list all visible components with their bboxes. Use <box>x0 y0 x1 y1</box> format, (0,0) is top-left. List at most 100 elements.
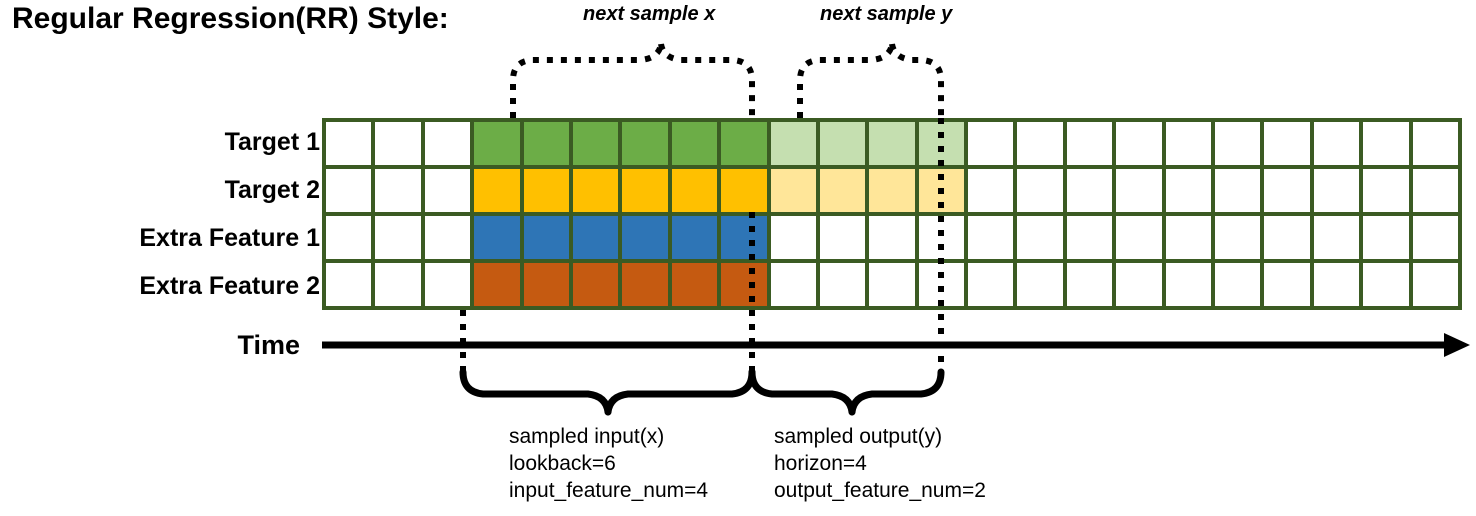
grid-cell-target-2-20 <box>1264 169 1310 212</box>
grid-cell-target-1-10 <box>770 122 816 165</box>
grid-cell-extra-feature-1-23 <box>1412 216 1458 259</box>
grid-cell-target-2-23 <box>1412 169 1458 212</box>
grid-cell-extra-feature-1-18 <box>1165 216 1212 259</box>
grid-cell-target-2-7 <box>622 169 668 212</box>
grid-cell-extra-feature-2-20 <box>1264 263 1310 306</box>
grid-cell-target-1-14 <box>968 122 1014 165</box>
grid-cell-extra-feature-2-18 <box>1165 263 1212 306</box>
grid-cell-extra-feature-2-10 <box>770 263 816 306</box>
grid-cell-extra-feature-2-23 <box>1412 263 1458 306</box>
grid-cell-extra-feature-2-19 <box>1215 263 1261 306</box>
grid-cell-extra-feature-2-1 <box>326 263 372 306</box>
time-axis-label: Time <box>237 330 300 360</box>
grid-cell-target-1-17 <box>1116 122 1162 165</box>
caption-next-sample-y: next sample y <box>820 3 953 25</box>
grid-cell-extra-feature-2-2 <box>375 263 421 306</box>
grid-cell-extra-feature-1-9 <box>721 216 767 259</box>
grid-cell-target-1-12 <box>869 122 915 165</box>
annotation-output-feature-num: output_feature_num=2 <box>774 479 986 502</box>
grid-cell-target-1-1 <box>326 122 372 165</box>
grid-cell-extra-feature-2-16 <box>1066 263 1113 306</box>
grid-cell-target-2-13 <box>918 169 965 212</box>
grid-cell-target-1-5 <box>523 122 569 165</box>
grid-cell-target-1-2 <box>375 122 421 165</box>
grid-cell-target-1-11 <box>819 122 866 165</box>
grid-cell-extra-feature-2-13 <box>918 263 965 306</box>
grid-cell-target-1-9 <box>721 122 767 165</box>
grid-cell-target-2-19 <box>1215 169 1261 212</box>
grid-cell-extra-feature-2-21 <box>1313 263 1360 306</box>
grid-cell-target-2-5 <box>523 169 569 212</box>
annotation-sampled-input: sampled input(x) lookback=6 input_featur… <box>509 423 708 504</box>
row-label-extra-feature-2: Extra Feature 2 <box>139 272 320 300</box>
grid-cell-extra-feature-2-22 <box>1363 263 1409 306</box>
grid-cell-extra-feature-1-16 <box>1066 216 1113 259</box>
grid-cell-target-1-21 <box>1313 122 1360 165</box>
page-title: Regular Regression(RR) Style: <box>12 2 449 35</box>
grid-cell-extra-feature-1-15 <box>1017 216 1063 259</box>
annotation-sampled-output: sampled output(y) horizon=4 output_featu… <box>774 423 986 504</box>
grid-cell-target-2-14 <box>968 169 1014 212</box>
grid-cell-target-2-8 <box>671 169 718 212</box>
grid-cell-target-1-4 <box>474 122 520 165</box>
grid-cell-extra-feature-1-1 <box>326 216 372 259</box>
grid-cell-extra-feature-2-6 <box>572 263 619 306</box>
annotation-output-horizon: horizon=4 <box>774 452 867 475</box>
caption-next-sample-x: next sample x <box>583 3 716 25</box>
grid-cell-extra-feature-1-3 <box>424 216 471 259</box>
grid-cell-extra-feature-2-11 <box>819 263 866 306</box>
timeseries-grid <box>322 118 1462 310</box>
grid-cell-target-2-9 <box>721 169 767 212</box>
grid-cell-extra-feature-2-8 <box>671 263 718 306</box>
grid-cell-target-1-15 <box>1017 122 1063 165</box>
grid-cell-target-1-23 <box>1412 122 1458 165</box>
grid-cell-target-2-21 <box>1313 169 1360 212</box>
annotation-output-name: sampled output(y) <box>774 425 943 448</box>
annotation-input-name: sampled input(x) <box>509 425 665 448</box>
row-label-target-1: Target 1 <box>224 128 320 156</box>
grid-cell-extra-feature-1-8 <box>671 216 718 259</box>
grid-cell-target-2-12 <box>869 169 915 212</box>
grid-cell-extra-feature-1-13 <box>918 216 965 259</box>
grid-cell-target-1-3 <box>424 122 471 165</box>
grid-cell-target-1-20 <box>1264 122 1310 165</box>
grid-cell-target-2-6 <box>572 169 619 212</box>
grid-cell-target-1-16 <box>1066 122 1113 165</box>
grid-cell-target-1-8 <box>671 122 718 165</box>
grid-cell-target-1-6 <box>572 122 619 165</box>
grid-cell-target-2-17 <box>1116 169 1162 212</box>
grid-cell-target-2-18 <box>1165 169 1212 212</box>
grid-cell-extra-feature-1-12 <box>869 216 915 259</box>
grid-cell-extra-feature-2-4 <box>474 263 520 306</box>
grid-cell-extra-feature-2-9 <box>721 263 767 306</box>
grid-cell-extra-feature-1-21 <box>1313 216 1360 259</box>
grid-cell-extra-feature-2-14 <box>968 263 1014 306</box>
grid-cell-target-2-16 <box>1066 169 1113 212</box>
grid-cell-target-1-18 <box>1165 122 1212 165</box>
grid-cell-extra-feature-1-2 <box>375 216 421 259</box>
annotation-input-feature-num: input_feature_num=4 <box>509 479 709 502</box>
grid-cell-extra-feature-1-7 <box>622 216 668 259</box>
grid-cell-target-2-2 <box>375 169 421 212</box>
grid-cell-extra-feature-1-14 <box>968 216 1014 259</box>
grid-cell-target-2-3 <box>424 169 471 212</box>
grid-cell-extra-feature-1-19 <box>1215 216 1261 259</box>
grid-cell-target-2-4 <box>474 169 520 212</box>
grid-cell-target-2-22 <box>1363 169 1409 212</box>
grid-cell-extra-feature-2-5 <box>523 263 569 306</box>
grid-cell-target-1-13 <box>918 122 965 165</box>
grid-cell-extra-feature-1-17 <box>1116 216 1162 259</box>
grid-cell-extra-feature-1-10 <box>770 216 816 259</box>
grid-cell-extra-feature-1-6 <box>572 216 619 259</box>
grid-cell-extra-feature-2-7 <box>622 263 668 306</box>
grid-cell-target-2-10 <box>770 169 816 212</box>
annotation-input-lookback: lookback=6 <box>509 452 616 475</box>
row-label-extra-feature-1: Extra Feature 1 <box>139 224 320 252</box>
grid-cell-target-1-22 <box>1363 122 1409 165</box>
grid-cell-extra-feature-1-5 <box>523 216 569 259</box>
grid-cell-target-2-15 <box>1017 169 1063 212</box>
grid-cell-extra-feature-1-4 <box>474 216 520 259</box>
grid-cell-extra-feature-2-3 <box>424 263 471 306</box>
grid-cell-target-2-1 <box>326 169 372 212</box>
